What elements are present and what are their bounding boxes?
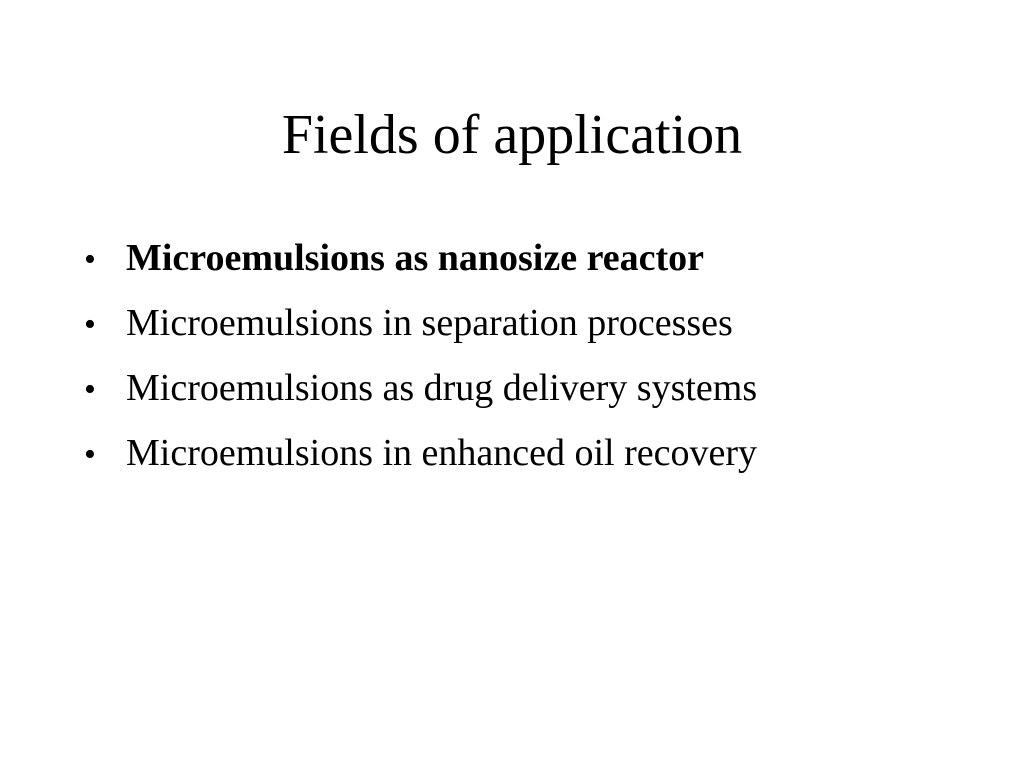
bullet-text: Microemulsions in enhanced oil recovery [126, 432, 758, 474]
bullet-text: Microemulsions as drug delivery systems [126, 367, 758, 409]
bullet-item: • Microemulsions in separation processes [84, 293, 984, 358]
bullet-text: Microemulsions as nanosize reactor [126, 237, 705, 279]
slide-title: Fields of application [281, 104, 743, 166]
bullet-dot-icon: • [84, 306, 96, 343]
bullet-item: • Microemulsions as drug delivery system… [84, 358, 984, 423]
bullet-text: Microemulsions in separation processes [126, 302, 733, 344]
bullet-item: • Microemulsions as nanosize reactor [84, 228, 984, 293]
bullet-dot-icon: • [84, 241, 96, 278]
bullet-dot-icon: • [84, 436, 96, 473]
bullet-list: • Microemulsions as nanosize reactor • M… [84, 228, 984, 488]
bullet-dot-icon: • [84, 371, 96, 408]
bullet-item: • Microemulsions in enhanced oil recover… [84, 423, 984, 488]
